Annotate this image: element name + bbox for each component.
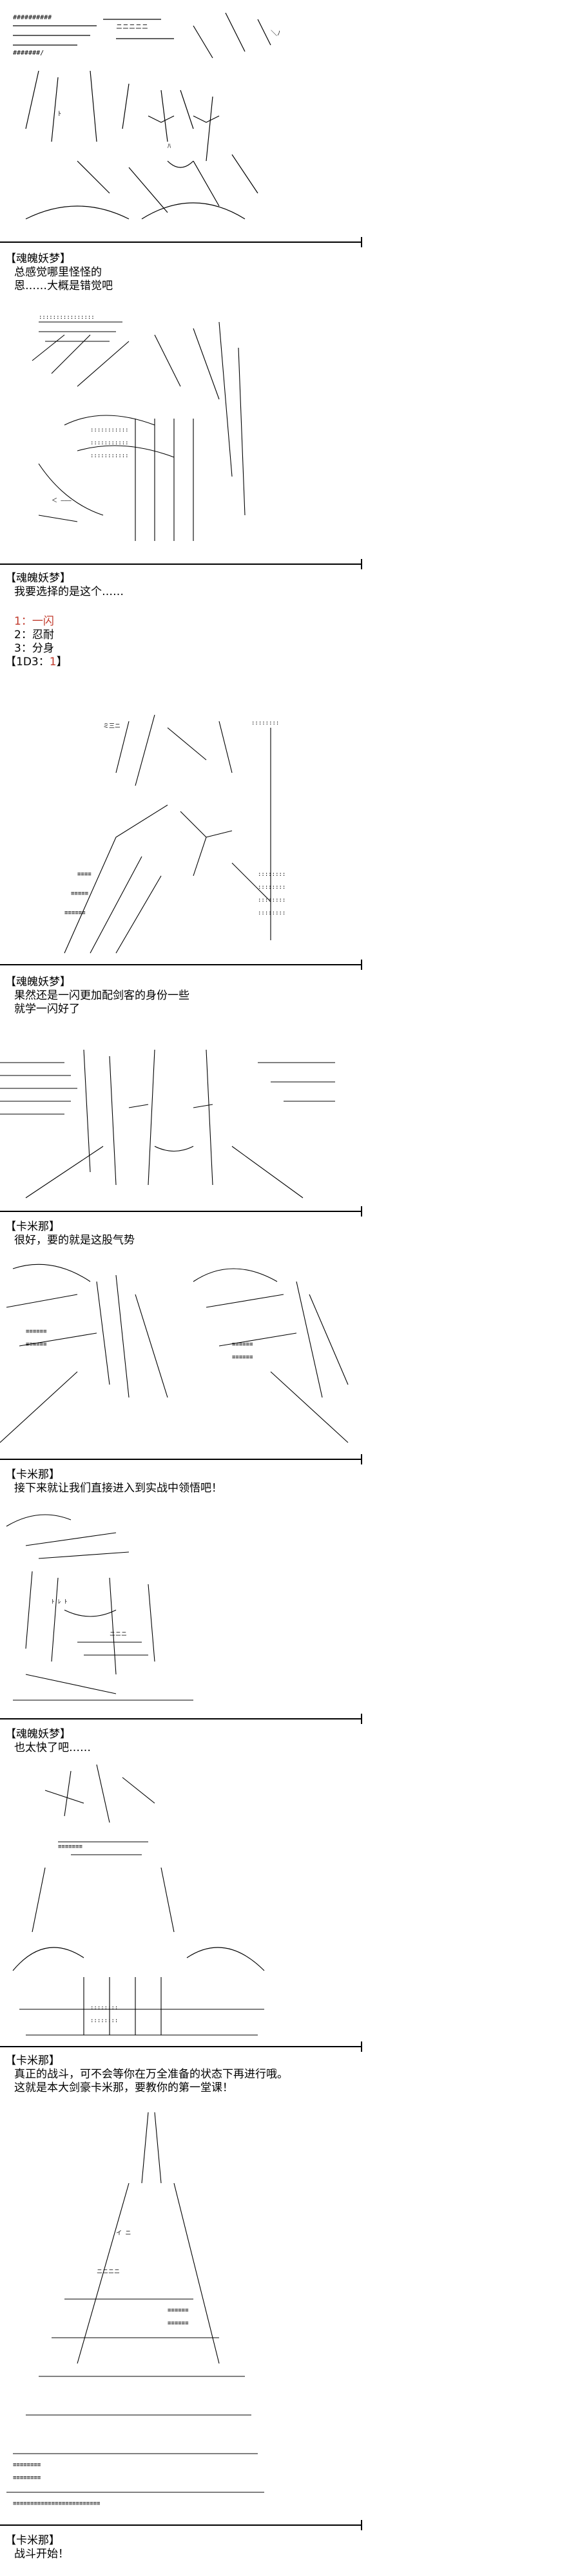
roll-label: 【1D3： — [5, 656, 50, 668]
dice-roll: 【1D3：1】 — [5, 656, 68, 669]
divider-tick — [361, 960, 362, 970]
ascii-art-panel-5: ≡≡≡≡≡≡ ≡≡≡≡≡≡ ≡≡≡≡≡≡ ≡≡≡≡≡≡ — [0, 1256, 361, 1449]
svg-text:≡≡≡≡≡≡: ≡≡≡≡≡≡ — [232, 1354, 253, 1361]
svg-text:##########: ########## — [13, 14, 52, 21]
speaker-name: 【卡米那】 — [5, 2534, 60, 2547]
dialog-line: 我要选择的是这个…… — [14, 585, 124, 598]
svg-text:::::::::: :::::::: — [258, 897, 285, 904]
dialog-line: 很好，要的就是这股气势 — [14, 1234, 135, 1247]
ascii-art-panel-2: :::::::::::::::: ::::::::::: :::::::::::… — [26, 309, 258, 560]
dialog-line: 接下来就让我们直接进入到实战中领悟吧！ — [14, 1482, 222, 1495]
svg-text::::::::::::: ::::::::::: — [90, 453, 129, 459]
svg-text:::::::::: :::::::: — [258, 884, 285, 891]
dialog-line: 战斗开始！ — [14, 2548, 69, 2561]
dialog-block-3: 【魂魄妖梦】 果然还是一闪更加配剑客的身份一些 就学一闪好了 — [5, 976, 189, 1016]
divider-tick — [361, 237, 362, 247]
svg-text:＜ ―――: ＜ ――― — [52, 498, 72, 504]
roll-close: 】 — [56, 656, 68, 668]
dialog-line: 总感觉哪里怪怪的 — [14, 266, 102, 279]
ascii-art-panel-6: ﾄ ﾚ ﾄ ニニニ — [0, 1507, 206, 1713]
dialog-block-6: 【魂魄妖梦】 也太快了吧…… — [5, 1728, 91, 1755]
speaker-name: 【魂魄妖梦】 — [5, 252, 71, 265]
choice-item: 1：一闪 — [14, 615, 54, 628]
speaker-name: 【魂魄妖梦】 — [5, 572, 71, 585]
panel-divider — [0, 1714, 362, 1724]
svg-text:≡≡≡≡≡≡≡≡: ≡≡≡≡≡≡≡≡ — [13, 2475, 41, 2481]
svg-text:≡≡≡≡≡≡≡: ≡≡≡≡≡≡≡ — [58, 1844, 83, 1850]
svg-text:≡≡≡≡≡≡: ≡≡≡≡≡≡ — [232, 1341, 253, 1348]
svg-text:::::::::::::::::: :::::::::::::::: — [39, 314, 95, 321]
svg-text:::::::::: :::::::: — [258, 871, 285, 878]
dialog-line: 真正的战斗，可不会等你在万全准备的状态下再进行哦。 — [14, 2068, 288, 2081]
svg-text:::::::::: :::::::: — [258, 910, 285, 916]
speaker-name: 【卡米那】 — [5, 1220, 60, 1233]
speaker-name: 【魂魄妖梦】 — [5, 1728, 71, 1741]
ascii-art-panel-3: ミ三ニ :::::::: :::::::: :::::::: :::::::: … — [39, 708, 316, 966]
dialog-block-7: 【卡米那】 真正的战斗，可不会等你在万全准备的状态下再进行哦。 这就是本大剑豪卡… — [5, 2054, 288, 2095]
panel-divider — [0, 2520, 362, 2530]
svg-text:#######/: #######/ — [13, 50, 44, 57]
dialog-line: 这就是本大剑豪卡米那，要教你的第一堂课！ — [14, 2081, 233, 2094]
panel-divider — [0, 2041, 362, 2052]
ascii-art-panel-7: ≡≡≡≡≡≡≡ :::::::: :::::::: — [6, 1765, 277, 2041]
ascii-art-panel-1: ########## #######/ ニニニニニ ＼ﾉ ﾄ ﾊ — [0, 0, 335, 238]
panel-divider — [0, 237, 362, 247]
speaker-name: 【卡米那】 — [5, 1468, 60, 1481]
divider-tick — [361, 2041, 362, 2052]
choice-item: 3：分身 — [14, 642, 54, 655]
svg-text:ニニニニ: ニニニニ — [97, 2269, 120, 2275]
svg-text:≡≡≡≡≡≡: ≡≡≡≡≡≡ — [26, 1329, 47, 1335]
dialog-line: 就学一闪好了 — [14, 1003, 80, 1016]
ascii-art-panel-8: イ ニ ニニニニ ≡≡≡≡≡≡ ≡≡≡≡≡≡ ≡≡≡≡≡≡≡≡ ≡≡≡≡≡≡≡≡… — [0, 2106, 271, 2518]
svg-text:ニニニニニ: ニニニニニ — [116, 24, 148, 31]
svg-text:≡≡≡≡: ≡≡≡≡ — [77, 871, 92, 878]
divider-tick — [361, 1206, 362, 1217]
svg-text:ﾄ: ﾄ — [58, 111, 61, 118]
svg-text:ニニニ: ニニニ — [110, 1631, 127, 1638]
svg-text:ﾄ ﾚ ﾄ: ﾄ ﾚ ﾄ — [52, 1599, 67, 1605]
svg-text:::::::::: :::::::: — [90, 2005, 118, 2011]
panel-divider — [0, 1206, 362, 1217]
svg-text::::::::::::: ::::::::::: — [90, 440, 129, 446]
panel-divider — [0, 559, 362, 569]
dialog-line: 恩……大概是错觉吧 — [14, 279, 113, 292]
choice-list: 1：一闪 2：忍耐 3：分身 — [5, 615, 54, 656]
svg-text:≡≡≡≡≡≡: ≡≡≡≡≡≡ — [168, 2307, 189, 2314]
svg-text:::::::::: :::::::: — [251, 720, 279, 726]
panel-divider — [0, 960, 362, 970]
svg-text:≡≡≡≡≡≡: ≡≡≡≡≡≡ — [26, 1341, 47, 1348]
dialog-block-8: 【卡米那】 战斗开始！ — [5, 2534, 69, 2561]
divider-tick — [361, 1454, 362, 1464]
svg-text:≡≡≡≡≡≡≡≡≡≡≡≡≡≡≡≡≡≡≡≡≡≡≡≡≡: ≡≡≡≡≡≡≡≡≡≡≡≡≡≡≡≡≡≡≡≡≡≡≡≡≡ — [13, 2501, 101, 2507]
svg-text:≡≡≡≡≡≡: ≡≡≡≡≡≡ — [168, 2320, 189, 2327]
svg-text:イ ニ: イ ニ — [116, 2230, 131, 2237]
choice-item: 2：忍耐 — [14, 629, 54, 641]
divider-tick — [361, 559, 362, 569]
svg-text:≡≡≡≡≡≡: ≡≡≡≡≡≡ — [64, 910, 86, 916]
svg-text:ミ三ニ: ミ三ニ — [103, 723, 121, 730]
dialog-line: 也太快了吧…… — [14, 1741, 91, 1754]
dialog-block-5: 【卡米那】 接下来就让我们直接进入到实战中领悟吧！ — [5, 1468, 222, 1495]
speaker-name: 【卡米那】 — [5, 2054, 60, 2067]
svg-text:::::::::: :::::::: — [90, 2018, 118, 2024]
dialog-block-1: 【魂魄妖梦】 总感觉哪里怪怪的 恩……大概是错觉吧 — [5, 252, 113, 293]
svg-text::::::::::::: ::::::::::: — [90, 427, 129, 433]
dialog-block-4: 【卡米那】 很好，要的就是这股气势 — [5, 1220, 135, 1247]
svg-text:＼ﾉ: ＼ﾉ — [271, 30, 280, 37]
panel-divider — [0, 1454, 362, 1464]
svg-text:ﾊ: ﾊ — [168, 143, 171, 150]
dialog-block-2: 【魂魄妖梦】 我要选择的是这个…… — [5, 572, 124, 599]
dialog-line: 果然还是一闪更加配剑客的身份一些 — [14, 989, 189, 1002]
svg-text:≡≡≡≡≡≡≡≡: ≡≡≡≡≡≡≡≡ — [13, 2462, 41, 2468]
roll-result: 1 — [49, 656, 57, 668]
svg-text:≡≡≡≡≡: ≡≡≡≡≡ — [71, 891, 89, 897]
ascii-art-panel-4 — [0, 1043, 335, 1204]
divider-tick — [361, 2520, 362, 2530]
speaker-name: 【魂魄妖梦】 — [5, 976, 71, 989]
divider-tick — [361, 1714, 362, 1724]
